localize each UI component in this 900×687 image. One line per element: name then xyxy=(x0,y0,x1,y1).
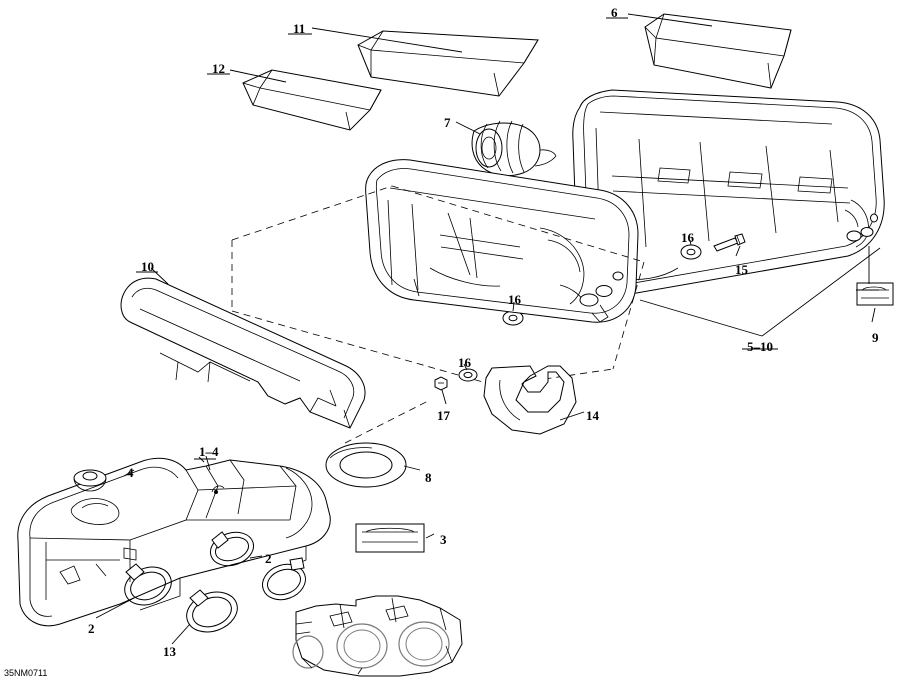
part-2-clamp-lower xyxy=(124,563,172,606)
part-10-cover xyxy=(120,277,366,429)
part-1-4-airbox xyxy=(17,457,331,627)
callout-16-upper: 16 xyxy=(681,230,694,245)
callout-7: 7 xyxy=(444,115,451,130)
callout-11: 11 xyxy=(293,21,306,36)
part-12-strip xyxy=(242,69,382,131)
part-4-cap xyxy=(73,469,107,492)
callout-4: 4 xyxy=(127,465,134,480)
callout-13: 13 xyxy=(163,644,176,659)
part-2-clamp-right xyxy=(262,557,306,601)
callout-9: 9 xyxy=(872,330,879,345)
callout-16-lower: 16 xyxy=(458,355,471,370)
callout-2-lower: 2 xyxy=(88,621,95,636)
part-13-clamp xyxy=(186,589,238,633)
label-underlines xyxy=(136,17,778,460)
part-11-strip xyxy=(357,30,539,97)
callout-17: 17 xyxy=(437,408,450,423)
part-3-label xyxy=(355,523,425,553)
callout-3: 3 xyxy=(440,532,447,547)
part-7-bellows xyxy=(471,120,557,177)
callout-12: 12 xyxy=(212,61,225,76)
callout-16-mid: 16 xyxy=(508,292,521,307)
drawing-code: 35NM0711 xyxy=(4,668,48,678)
callout-1-4: 1–4 xyxy=(199,444,219,459)
callout-14: 14 xyxy=(586,408,599,423)
part-8-ring xyxy=(325,442,407,488)
callout-15: 15 xyxy=(735,262,748,277)
part-5-center-cover xyxy=(365,159,639,323)
callout-8: 8 xyxy=(425,470,432,485)
part-14-bracket xyxy=(458,365,577,435)
leader-lines xyxy=(95,13,881,645)
assembly-dashed-lines xyxy=(231,185,645,444)
callout-2-upper: 2 xyxy=(265,551,272,566)
part-5-10-cover xyxy=(572,89,885,296)
part-16-washer-mid xyxy=(502,310,524,326)
callout-10: 10 xyxy=(141,259,154,274)
part-16-washer-upper xyxy=(680,244,702,260)
part-17-nut xyxy=(434,376,448,391)
part-2-clamp-upper xyxy=(210,531,254,567)
callout-5-10: 5–10 xyxy=(747,339,773,354)
part-9-plate xyxy=(856,282,894,306)
part-15-screw xyxy=(713,233,746,252)
callout-6: 6 xyxy=(611,5,618,20)
throttle-body-assembly xyxy=(292,595,463,677)
part-6-strip xyxy=(644,13,792,89)
